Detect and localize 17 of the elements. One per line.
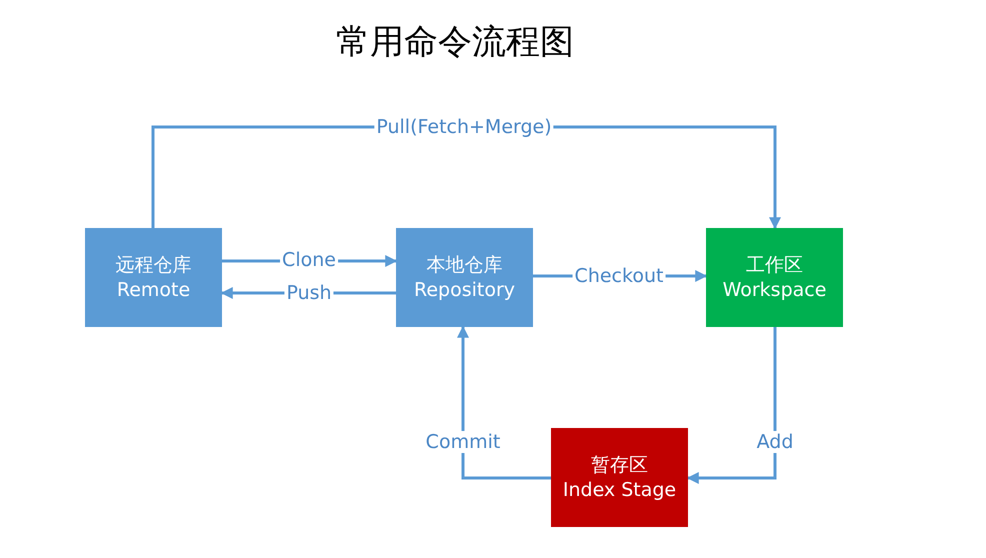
edge-label: Pull(Fetch+Merge) [374,116,554,138]
box-label: Repository [414,278,516,302]
box-label: 工作区 [746,252,803,278]
box-label: 远程仓库 [116,252,192,278]
process-box [706,228,843,327]
arrow [686,327,776,484]
process-box [551,428,688,527]
process-box [85,228,222,327]
box-label: 暂存区 [591,452,648,478]
arrow [457,326,551,480]
process-box [396,228,533,327]
box-label: Index Stage [562,478,676,502]
box-label: Workspace [722,278,826,302]
box-label: Remote [116,278,190,302]
edge-label: Commit [424,431,502,453]
diagram-title: 常用命令流程图 [335,21,575,64]
box-label: 本地仓库 [426,252,502,278]
